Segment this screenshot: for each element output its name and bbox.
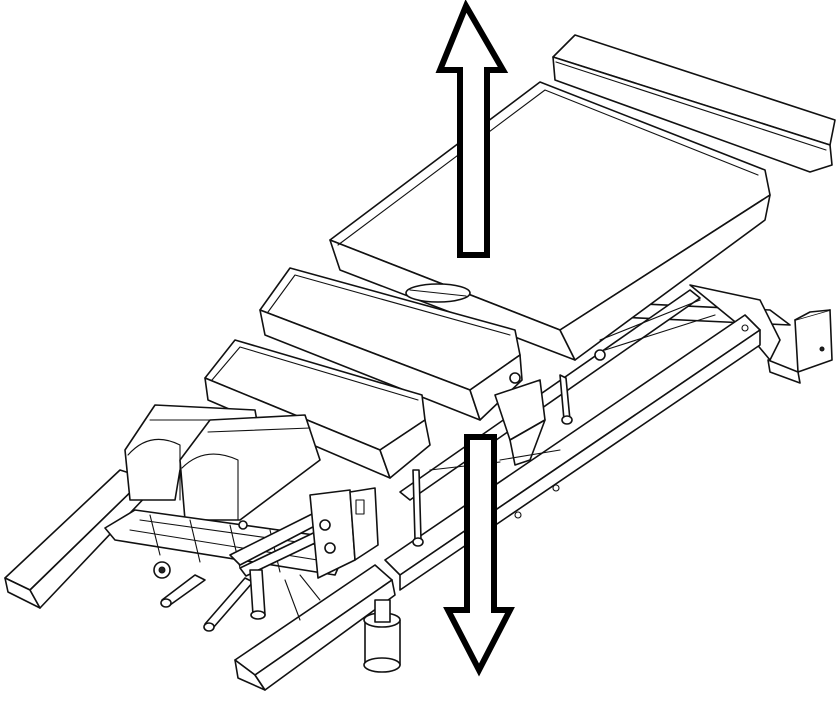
ankle-pad-right bbox=[179, 414, 321, 521]
ankle-mechanism bbox=[104, 487, 379, 632]
rear-bracket bbox=[767, 309, 833, 384]
lumbar-pad bbox=[259, 267, 523, 421]
lift-mechanism bbox=[412, 299, 716, 547]
arrow-up-icon bbox=[435, 0, 509, 258]
front-right-rail bbox=[234, 564, 396, 691]
head-rest-pad bbox=[552, 34, 836, 173]
front-leg bbox=[363, 599, 401, 673]
arrow-down-icon bbox=[443, 434, 515, 677]
